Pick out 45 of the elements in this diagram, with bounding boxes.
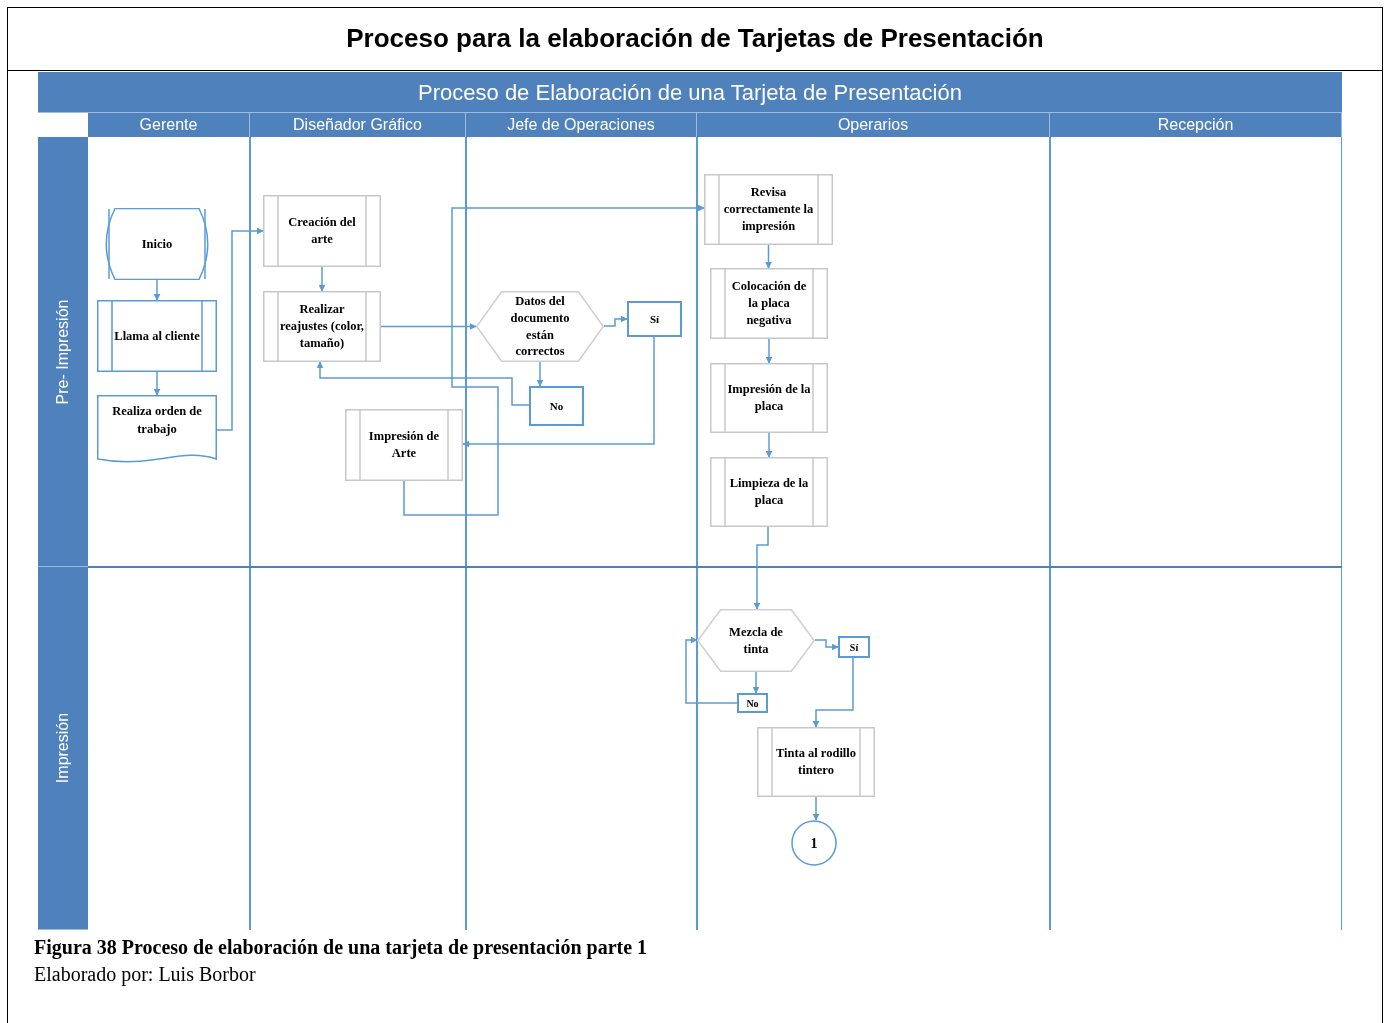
- process-box: Tinta al rodillo tintero: [757, 727, 875, 797]
- row-header: Impresión: [38, 567, 88, 930]
- lane-header: Diseñador Gráfico: [250, 113, 466, 137]
- row-header: Pre- Impresión: [38, 137, 88, 567]
- process-box: Impresión de la placa: [710, 363, 828, 433]
- arrow: [752, 671, 760, 694]
- author-note: Elaborado por: Luis Borbor: [34, 962, 257, 988]
- process-box: Realizar reajustes (color, tamaño): [263, 291, 381, 362]
- arrow: [603, 315, 628, 327]
- lane-header: Operarios: [697, 113, 1050, 137]
- arrow: [765, 244, 772, 269]
- answer-box: No: [529, 386, 584, 426]
- process-box: Revisa correctamente la impresión: [704, 174, 833, 245]
- lane-header: Recepción: [1050, 113, 1342, 137]
- answer-box: Sí: [627, 301, 682, 337]
- process-box: Impresión de Arte: [345, 409, 463, 481]
- figure-caption: Figura 38 Proceso de elaboración de una tarjeta de presentación parte 1: [34, 935, 648, 961]
- arrow: [153, 279, 161, 301]
- decision-hexagon: Mezcla de tinta: [697, 609, 815, 672]
- arrow: [316, 361, 530, 406]
- arrow: [380, 323, 477, 330]
- answer-box: No: [737, 693, 768, 713]
- process-box: Llama al cliente: [97, 300, 217, 372]
- process-box: Limpieza de la placa: [710, 457, 828, 527]
- arrow: [685, 636, 738, 704]
- answer-box: Sí: [838, 636, 870, 658]
- page-title: Proceso para la elaboración de Tarjetas de Presentación: [346, 22, 1044, 55]
- arrow: [153, 371, 161, 396]
- process-box: Colocación de la placa negativa: [710, 268, 828, 339]
- lane-header: Gerente: [88, 113, 250, 137]
- process-box: Creación del arte: [263, 195, 381, 267]
- arrow: [216, 227, 264, 431]
- connector-circle: 1: [791, 820, 837, 866]
- arrow: [753, 526, 769, 610]
- arrow: [403, 204, 705, 516]
- arrow: [536, 361, 544, 387]
- pool-header-band: Proceso de Elaboración de una Tarjeta de Presentación: [38, 72, 1342, 113]
- lane-header: Jefe de Operaciones: [466, 113, 697, 137]
- arrow: [812, 796, 820, 821]
- decision-hexagon: Datos del documento están correctos: [476, 291, 604, 362]
- arrow: [812, 657, 854, 728]
- arrow: [318, 266, 326, 292]
- arrow: [814, 639, 839, 651]
- arrow: [765, 338, 773, 364]
- arrow: [765, 432, 773, 458]
